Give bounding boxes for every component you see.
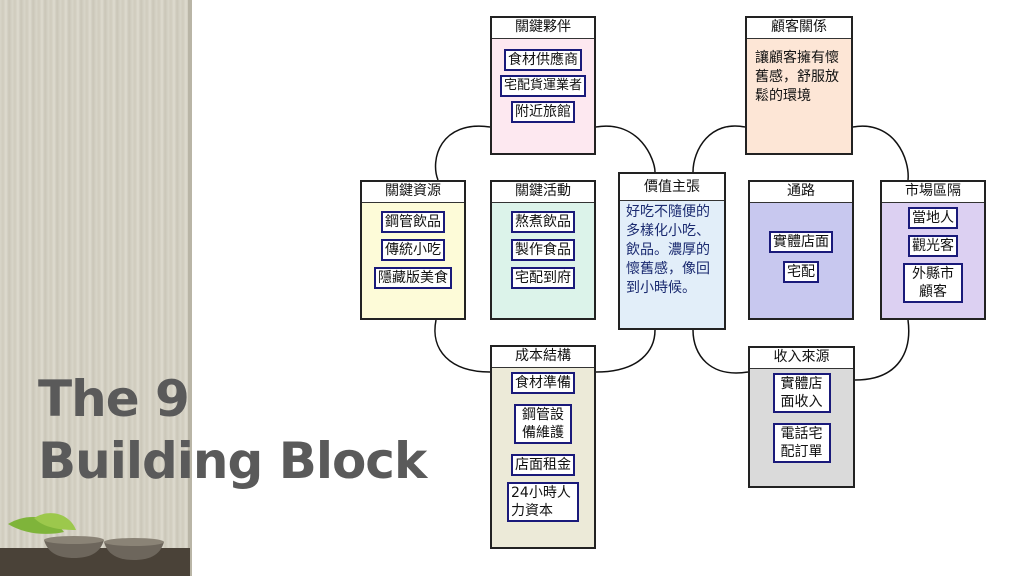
block-header: 顧客關係 — [747, 18, 851, 39]
block-header: 關鍵活動 — [492, 182, 594, 203]
block-item: 店面租金 — [511, 454, 575, 476]
leaf-icon — [34, 513, 76, 530]
connector-arc — [692, 329, 749, 374]
connector-arc — [852, 125, 909, 181]
block-item: 宅配到府 — [511, 267, 575, 289]
block-header: 收入來源 — [750, 348, 853, 369]
block-header: 通路 — [750, 182, 852, 203]
bowl-icon — [104, 542, 164, 560]
value-proposition-block: 價值主張 好吃不隨便的多樣化小吃、飲品。濃厚的懷舊感，像回到小時候。 — [618, 172, 726, 330]
block-item: 食材準備 — [511, 372, 575, 394]
customer-segments-block: 市場區隔 當地人 觀光客 外縣市顧客 — [880, 180, 986, 320]
connector-arc — [434, 125, 491, 181]
bowl-rim — [104, 538, 164, 546]
connector-arc — [595, 329, 656, 373]
block-item: 觀光客 — [908, 235, 958, 257]
block-item: 製作食品 — [511, 239, 575, 261]
block-item: 實體店面收入 — [772, 373, 831, 413]
block-item: 傳統小吃 — [381, 239, 445, 261]
block-item: 24小時人力資本 — [507, 482, 579, 522]
block-item: 當地人 — [908, 207, 958, 229]
title-line-2: Building Block — [38, 432, 427, 490]
block-item: 鋼管設備維護 — [514, 404, 572, 444]
decorative-wood-strip — [0, 0, 190, 576]
block-text: 好吃不隨便的多樣化小吃、飲品。濃厚的懷舊感，像回到小時候。 — [626, 204, 710, 296]
customer-relationships-block: 顧客關係 讓顧客擁有懷舊感，舒服放鬆的環境 — [745, 16, 853, 155]
key-activities-block: 關鍵活動 熬煮飲品 製作食品 宅配到府 — [490, 180, 596, 320]
bowl-rim — [44, 536, 104, 544]
key-resources-block: 關鍵資源 鋼管飲品 傳統小吃 隱藏版美食 — [360, 180, 466, 320]
connector-arc — [854, 319, 910, 381]
block-item: 電話宅配訂單 — [772, 423, 831, 463]
connector-arc — [434, 319, 491, 373]
cost-structure-block: 成本結構 食材準備 鋼管設備維護 店面租金 24小時人力資本 — [490, 345, 596, 549]
block-item: 附近旅館 — [511, 101, 575, 123]
block-item: 食材供應商 — [504, 49, 582, 71]
block-text: 讓顧客擁有懷舊感，舒服放鬆的環境 — [755, 50, 839, 104]
block-item: 隱藏版美食 — [374, 267, 452, 289]
channels-block: 通路 實體店面 宅配 — [748, 180, 854, 320]
title-line-1: The 9 — [38, 370, 190, 428]
connector-arc — [692, 125, 746, 173]
strip-edge — [188, 0, 192, 576]
block-item: 宅配 — [783, 261, 819, 283]
key-partners-block: 關鍵夥伴 食材供應商 宅配貨運業者 附近旅館 — [490, 16, 596, 155]
block-item: 實體店面 — [769, 231, 833, 253]
block-header: 市場區隔 — [882, 182, 984, 203]
revenue-streams-block: 收入來源 實體店面收入 電話宅配訂單 — [748, 346, 855, 488]
leaf-bowl-decoration — [8, 513, 164, 560]
block-item: 宅配貨運業者 — [499, 75, 586, 97]
slide-title: The 9 Building Block — [38, 368, 427, 492]
block-item: 外縣市顧客 — [903, 263, 963, 303]
connector-arc — [595, 125, 656, 173]
block-item: 熬煮飲品 — [511, 211, 575, 233]
block-header: 價值主張 — [620, 174, 724, 201]
block-item: 鋼管飲品 — [381, 211, 445, 233]
block-header: 關鍵夥伴 — [492, 18, 594, 39]
block-header: 成本結構 — [492, 347, 594, 368]
bowl-icon — [44, 540, 104, 558]
block-header: 關鍵資源 — [362, 182, 464, 203]
